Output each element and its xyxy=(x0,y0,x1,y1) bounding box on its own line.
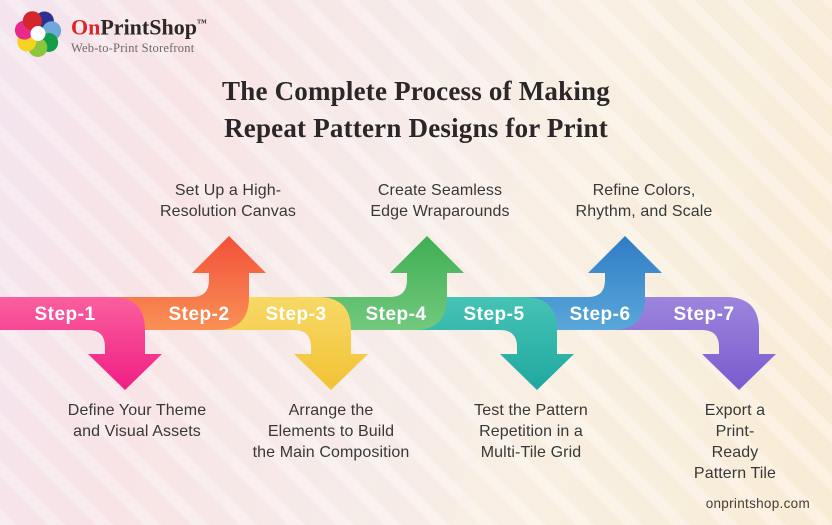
step-1-caption: Define Your Theme and Visual Assets xyxy=(67,402,207,440)
step-4-caption: Create Seamless Edge Wraparounds xyxy=(370,182,510,220)
step-6-caption: Refine Colors, Rhythm, and Scale xyxy=(575,182,713,220)
step-4-label: Step-4 xyxy=(365,304,426,325)
step-5-caption: Test the Pattern Repetition in a Multi-T… xyxy=(474,402,588,461)
brand-text: OnPrintShop™ Web-to-Print Storefront xyxy=(71,12,207,55)
brand-name: OnPrintShop™ xyxy=(71,12,207,39)
step-3-ribbon-arrow xyxy=(209,297,368,390)
brand-tagline: Web-to-Print Storefront xyxy=(71,40,195,55)
website-url: onprintshop.com xyxy=(705,496,810,511)
step-2-caption: Set Up a High- Resolution Canvas xyxy=(160,182,296,220)
brand-name-primary: On xyxy=(71,14,101,40)
logo-center-dot xyxy=(30,26,46,41)
step-2-label: Step-2 xyxy=(168,304,229,325)
logo-petal xyxy=(22,11,42,31)
step-5-label: Step-5 xyxy=(463,304,524,325)
step-4-ribbon-arrow xyxy=(311,236,464,330)
brand-logo: OnPrintShop™ Web-to-Print Storefront xyxy=(14,10,207,58)
step-3-label: Step-3 xyxy=(265,304,326,325)
logo-flower-icon xyxy=(14,11,62,57)
step-7-ribbon-arrow xyxy=(605,297,776,390)
step-1-ribbon-arrow xyxy=(0,297,162,390)
page-title-line1: The Complete Process of Making xyxy=(222,76,610,106)
step-1-label: Step-1 xyxy=(34,304,95,325)
step-6-label: Step-6 xyxy=(569,304,630,325)
step-2-ribbon-arrow xyxy=(105,236,266,330)
step-5-ribbon-arrow xyxy=(407,297,574,390)
step-7-label: Step-7 xyxy=(673,304,734,325)
page-title-line2: Repeat Pattern Designs for Print xyxy=(224,113,608,143)
trademark-symbol: ™ xyxy=(196,18,207,30)
brand-name-secondary: PrintShop xyxy=(100,14,197,40)
step-7-caption: Export a Print- Ready Pattern Tile xyxy=(693,402,777,482)
page-title: The Complete Process of Making Repeat Pa… xyxy=(0,73,832,147)
step-3-caption: Arrange the Elements to Build the Main C… xyxy=(252,402,410,461)
step-6-ribbon-arrow xyxy=(517,236,662,330)
